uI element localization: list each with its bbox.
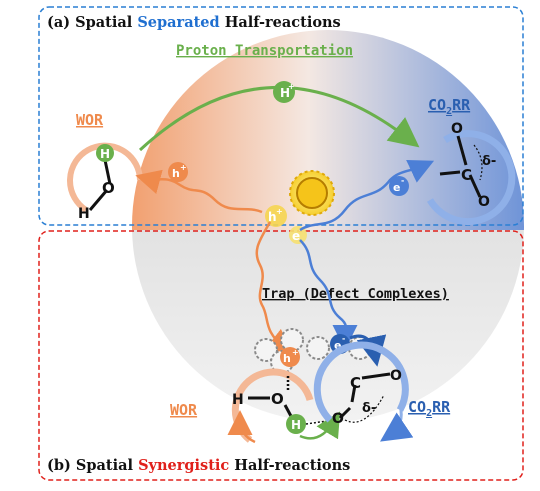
hole-path-down	[255, 221, 293, 355]
co2-molecule-bottom: C O O δ-	[313, 341, 409, 427]
svg-text:δ-: δ-	[482, 154, 496, 169]
svg-text:H: H	[78, 206, 90, 222]
svg-text:H: H	[232, 392, 244, 408]
svg-text:O: O	[102, 179, 115, 197]
co2rr-cycle-arrow	[380, 404, 414, 442]
proton-transfer-arrow	[299, 411, 341, 440]
hole-ball-top: h +	[168, 162, 188, 182]
svg-text:+: +	[180, 163, 187, 172]
proton-transport-label: Proton Transportation	[176, 43, 353, 59]
trap-label: Trap (Defect Complexes)	[262, 286, 449, 302]
electron-path-top	[299, 160, 435, 232]
svg-text:O: O	[451, 121, 463, 137]
panel-b-title: (b) Spatial Synergistic Half-reactions	[47, 457, 350, 474]
co2rr-label-top: CO2RR	[428, 96, 471, 117]
electron-path-down	[299, 239, 358, 350]
svg-text:h: h	[268, 210, 277, 224]
svg-text:H: H	[291, 418, 301, 432]
wor-label-top: WOR	[76, 111, 104, 129]
svg-text:H: H	[280, 86, 290, 100]
svg-text:e: e	[292, 229, 300, 243]
svg-text:O: O	[271, 390, 284, 408]
sun-icon	[289, 170, 335, 216]
svg-text:+: +	[276, 207, 283, 216]
panel-a-frame	[38, 6, 524, 226]
svg-text:O: O	[332, 411, 344, 427]
svg-text:+: +	[292, 348, 299, 357]
svg-text:C: C	[461, 166, 472, 184]
svg-text:-: -	[401, 176, 404, 185]
co2-molecule-top: O C O δ-	[426, 121, 516, 226]
svg-text:-: -	[342, 334, 345, 343]
wor-cycle-arrow	[227, 410, 256, 444]
svg-text:e: e	[393, 181, 400, 194]
svg-text:h: h	[172, 167, 180, 180]
water-molecule-top: H O H	[67, 142, 143, 222]
proton-ball-top: H +	[273, 81, 295, 103]
svg-text:+: +	[288, 82, 295, 91]
electron-transfer-arrow	[349, 334, 387, 367]
svg-text:δ-: δ-	[362, 401, 376, 416]
svg-text:H: H	[100, 147, 110, 161]
proton-transport-arrow	[138, 85, 420, 152]
hole-center: h +	[265, 205, 287, 227]
svg-text:C: C	[350, 374, 361, 392]
svg-text:O: O	[478, 194, 490, 210]
svg-text:O: O	[390, 368, 402, 384]
electron-ball-top: e -	[389, 176, 409, 196]
co2rr-label-bottom: CO2RR	[408, 398, 451, 419]
svg-text:e: e	[334, 339, 341, 352]
svg-text:h: h	[283, 352, 291, 365]
panel-b-frame	[38, 230, 524, 481]
hole-ball-trap: h +	[280, 347, 300, 367]
hole-path-top	[135, 169, 263, 214]
wor-label-bottom: WOR	[170, 401, 198, 419]
panel-a-title: (a) Spatial Separated Half-reactions	[47, 14, 341, 31]
